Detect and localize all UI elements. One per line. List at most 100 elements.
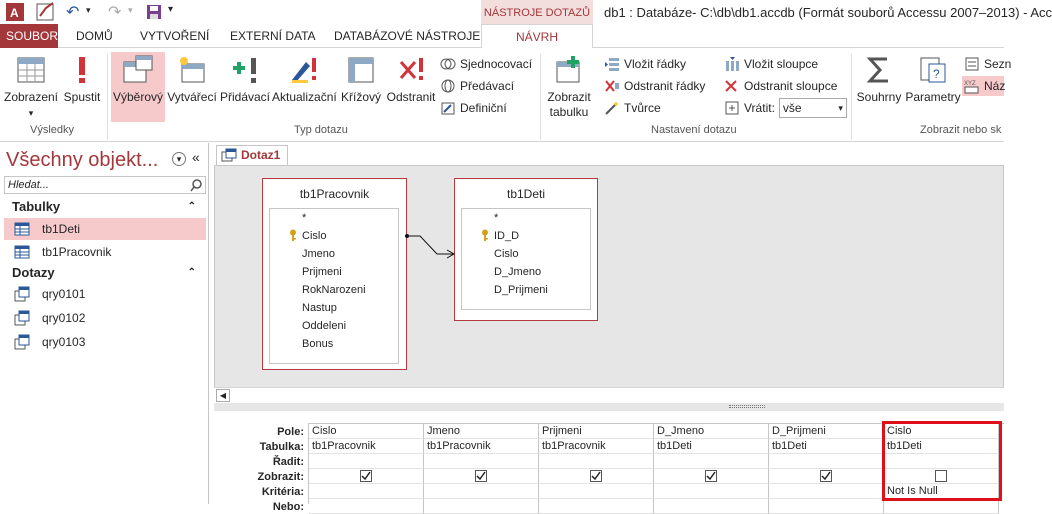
passthrough-button[interactable]: Předávací <box>440 76 514 96</box>
delete-query-button[interactable]: Odstranit <box>385 54 437 105</box>
search-icon[interactable] <box>190 179 203 192</box>
tab-database-tools[interactable]: DATABÁZOVÉ NÁSTROJE <box>334 29 481 43</box>
builder-button[interactable]: Tvůrce <box>604 98 661 118</box>
append-button[interactable]: Přidávací <box>219 54 271 105</box>
field-list-title[interactable]: tb1Deti <box>506 187 546 201</box>
grid-cell-table[interactable]: tb1Pracovnik <box>309 439 424 454</box>
document-tab[interactable]: Dotaz1 <box>216 145 288 165</box>
nav-item-query[interactable]: qry0103 <box>4 331 206 353</box>
grid-cell-sort[interactable] <box>309 454 424 469</box>
grid-cell-table[interactable]: tb1Pracovnik <box>539 439 654 454</box>
definition-button[interactable]: Definiční <box>440 98 507 118</box>
scroll-left-icon[interactable]: ◀ <box>216 389 230 402</box>
grid-cell-field[interactable]: Prijmeni <box>539 424 654 439</box>
grid-cell-table[interactable]: tb1Deti <box>769 439 884 454</box>
nav-title[interactable]: Všechny objekt... <box>6 149 159 171</box>
field-item[interactable]: * <box>494 212 499 224</box>
undo-dropdown-icon[interactable]: ▾ <box>86 5 91 15</box>
field-list-tb1deti[interactable]: tb1Deti * ID_D Cislo D_Jmeno D_Prijmeni <box>454 178 598 321</box>
grid-cell-table[interactable]: tb1Pracovnik <box>424 439 539 454</box>
grid-cell-show[interactable] <box>654 469 769 484</box>
show-checkbox[interactable] <box>360 470 372 482</box>
qat-customize-icon[interactable]: ▾ <box>168 4 174 15</box>
grid-cell-show[interactable] <box>769 469 884 484</box>
grid-cell-or[interactable] <box>424 499 539 514</box>
grid-cell-or[interactable] <box>539 499 654 514</box>
delete-columns-button[interactable]: Odstranit sloupce <box>724 76 837 96</box>
redo-icon[interactable]: ↷ <box>108 4 122 21</box>
grid-cell-sort[interactable] <box>654 454 769 469</box>
nav-section-queries[interactable]: Dotazy⌃ <box>4 263 206 283</box>
grid-cell-or[interactable] <box>769 499 884 514</box>
make-table-button[interactable]: Vytvářecí <box>166 54 218 105</box>
field-item[interactable]: D_Jmeno <box>494 266 542 278</box>
undo-icon[interactable]: ↶ <box>66 4 80 21</box>
grid-cell-criteria[interactable] <box>539 484 654 499</box>
nav-item-table[interactable]: tb1Pracovnik <box>4 241 206 263</box>
union-button[interactable]: Sjednocovací <box>440 54 532 74</box>
tab-create[interactable]: VYTVOŘENÍ <box>140 29 210 43</box>
tab-design[interactable]: NÁVRH <box>481 24 593 49</box>
insert-rows-button[interactable]: Vložit řádky <box>604 54 686 74</box>
nav-search-input[interactable]: Hledat... <box>4 176 206 194</box>
field-item[interactable]: Jmeno <box>302 248 336 260</box>
redo-dropdown-icon[interactable]: ▾ <box>128 5 133 15</box>
grid-cell-sort[interactable] <box>424 454 539 469</box>
grid-cell-show[interactable] <box>539 469 654 484</box>
save-icon[interactable] <box>146 4 162 20</box>
show-checkbox[interactable] <box>705 470 717 482</box>
parameters-button[interactable]: ? Parametry <box>904 54 962 105</box>
crosstab-button[interactable]: Křížový <box>338 54 384 105</box>
insert-columns-button[interactable]: Vložit sloupce <box>724 54 818 74</box>
grid-cell-field[interactable]: Cislo <box>884 424 999 439</box>
field-item[interactable]: RokNarozeni <box>302 284 366 296</box>
select-query-button[interactable]: Výběrový <box>111 52 165 122</box>
grid-cell-sort[interactable] <box>884 454 999 469</box>
field-item[interactable]: D_Prijmeni <box>494 284 548 296</box>
field-item[interactable]: Bonus <box>302 338 334 350</box>
tab-external-data[interactable]: EXTERNÍ DATA <box>230 29 316 43</box>
return-select[interactable]: vše▾ <box>778 98 847 118</box>
collapse-pane-icon[interactable]: « <box>192 149 200 165</box>
grid-cell-sort[interactable] <box>769 454 884 469</box>
grid-cell-criteria[interactable] <box>654 484 769 499</box>
join-line[interactable] <box>215 166 1003 402</box>
grid-cell-table[interactable]: tb1Deti <box>654 439 769 454</box>
grid-cell-table[interactable]: tb1Deti <box>884 439 999 454</box>
grid-cell-or[interactable] <box>309 499 424 514</box>
nav-menu-chevron-icon[interactable]: ▾ <box>172 152 186 166</box>
grid-cell-or[interactable] <box>884 499 999 514</box>
grid-cell-criteria[interactable] <box>424 484 539 499</box>
view-button[interactable]: Zobrazení▾ <box>3 54 59 121</box>
field-item[interactable]: Nastup <box>302 302 337 314</box>
grid-cell-field[interactable]: D_Jmeno <box>654 424 769 439</box>
grid-cell-show[interactable] <box>424 469 539 484</box>
show-checkbox[interactable] <box>820 470 832 482</box>
upper-pane-scrollbar[interactable]: ◀ <box>214 387 1004 403</box>
field-item-key[interactable]: ID_D <box>462 227 590 245</box>
field-item-key[interactable]: Cislo <box>270 227 398 245</box>
design-view-icon[interactable] <box>36 1 58 23</box>
totals-button[interactable]: Souhrny <box>855 54 903 105</box>
pane-splitter[interactable] <box>214 403 1004 411</box>
grid-cell-field[interactable]: Jmeno <box>424 424 539 439</box>
grid-cell-criteria[interactable] <box>769 484 884 499</box>
show-checkbox[interactable] <box>590 470 602 482</box>
query-design-upper-pane[interactable]: tb1Pracovnik * Cislo Jmeno Prijmeni RokN… <box>214 165 1004 403</box>
show-checkbox[interactable] <box>475 470 487 482</box>
field-item[interactable]: Cislo <box>494 248 519 260</box>
grid-cell-criteria[interactable] <box>309 484 424 499</box>
field-item[interactable]: Prijmeni <box>302 266 342 278</box>
run-button[interactable]: Spustit <box>60 54 104 105</box>
field-list-tb1pracovnik[interactable]: tb1Pracovnik * Cislo Jmeno Prijmeni RokN… <box>262 178 407 370</box>
update-button[interactable]: Aktualizační <box>272 54 337 105</box>
property-sheet-button[interactable]: Sezn <box>964 54 1011 74</box>
nav-item-query[interactable]: qry0102 <box>4 307 206 329</box>
tab-home[interactable]: DOMŮ <box>76 29 113 43</box>
field-item[interactable]: Oddeleni <box>302 320 347 332</box>
grid-cell-sort[interactable] <box>539 454 654 469</box>
field-item[interactable]: * <box>302 212 307 224</box>
field-list-title[interactable]: tb1Pracovnik <box>299 187 370 201</box>
